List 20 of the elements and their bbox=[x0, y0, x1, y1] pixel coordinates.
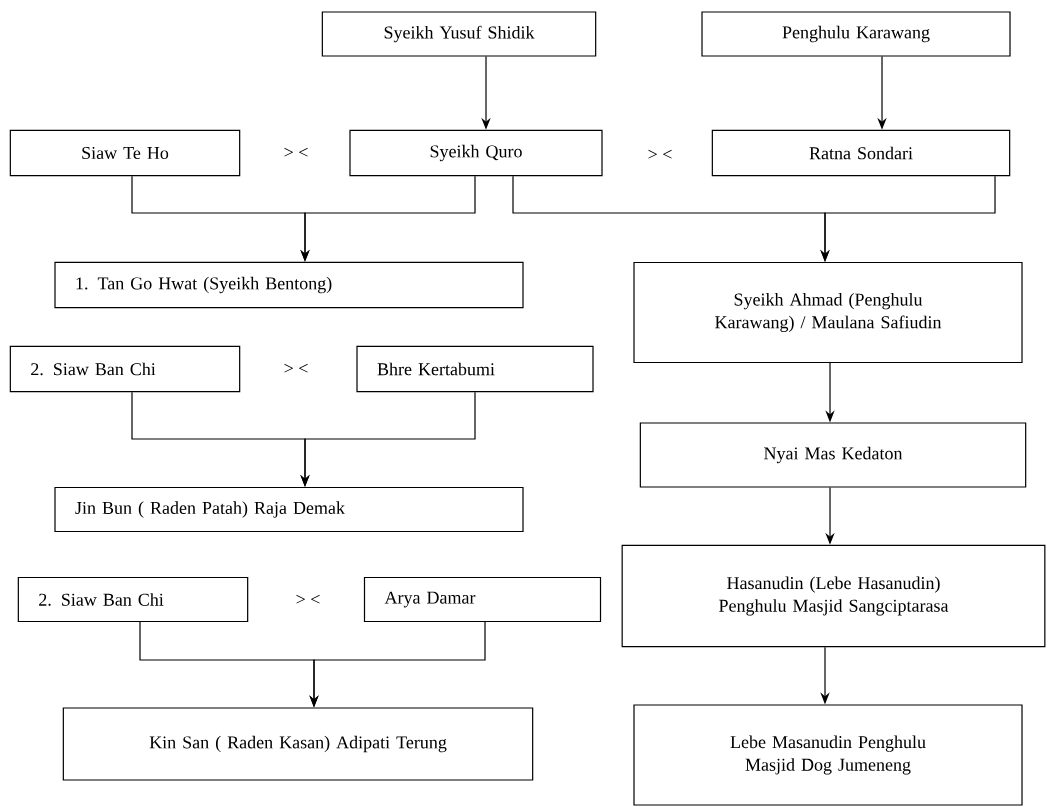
family-box: Jin Bun ( Raden Patah) Raja Demak bbox=[54, 486, 524, 533]
family-box: Penghulu Karawang bbox=[701, 11, 1011, 57]
family-box: Nyai Mas Kedaton bbox=[639, 422, 1027, 488]
family-box: 2. Siaw Ban Chi bbox=[9, 345, 241, 393]
family-box: Lebe Masanudin Penghulu Masjid Dog Jumeneng bbox=[633, 704, 1023, 806]
family-box: Bhre Kertabumi bbox=[356, 345, 594, 393]
marriage-sign: > < bbox=[284, 147, 308, 157]
family-box: 1. Tan Go Hwat (Syeikh Bentong) bbox=[54, 261, 524, 309]
family-box: Syeikh Ahmad (Penghulu Karawang) / Maulana Safiudin bbox=[633, 261, 1023, 364]
family-box: Hasanudin (Lebe Hasanudin) Penghulu Masjid Sangciptarasa bbox=[621, 544, 1046, 648]
family-box: Kin San ( Raden Kasan) Adipati Terung bbox=[62, 707, 534, 781]
family-box: Siaw Te Ho bbox=[9, 129, 241, 177]
family-box: Syeikh Yusuf Shidik bbox=[321, 11, 597, 57]
marriage-sign: > < bbox=[284, 363, 308, 373]
marriage-sign: > < bbox=[648, 149, 672, 159]
family-box: Syeikh Quro bbox=[349, 129, 603, 177]
marriage-sign: > < bbox=[296, 594, 320, 604]
family-box: Arya Damar bbox=[363, 576, 602, 623]
family-box: Ratna Sondari bbox=[711, 129, 1011, 177]
family-box: 2. Siaw Ban Chi bbox=[17, 576, 249, 623]
